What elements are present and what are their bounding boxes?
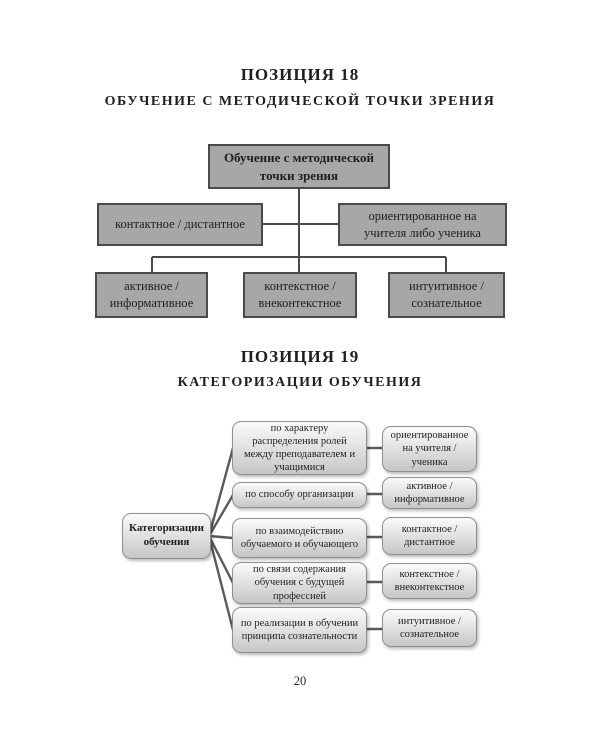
section19-subtitle: КАТЕГОРИЗАЦИИ ОБУЧЕНИЯ <box>177 375 423 390</box>
d1-root-box: Обучение с методической точки зрения <box>208 144 390 189</box>
section18-subtitle: ОБУЧЕНИЕ С МЕТОДИЧЕСКОЙ ТОЧКИ ЗРЕНИЯ <box>104 94 496 109</box>
d2-result-box-contextual: контекстное / внеконтекстное <box>382 563 477 599</box>
d2-criterion-box-interaction: по взаимодействию обучаемого и обучающег… <box>232 518 367 558</box>
d2-criterion-box-organization: по способу организации <box>232 482 367 508</box>
d2-criterion-box-consciousness: по реализации в обучении принципа сознат… <box>232 607 367 653</box>
d1-level2-box-teacher-student: ориентированное на учителя либо ученика <box>338 203 507 246</box>
page-number: 20 <box>293 674 307 688</box>
d1-level3-box-contextual: контекстное / внеконтекстное <box>243 272 357 318</box>
d1-level2-box-contact-distant: контактное / дистантное <box>97 203 263 246</box>
d2-result-box-intuitive-conscious: интуитивное / сознательное <box>382 609 477 647</box>
d2-result-box-contact-distant: контактное / дистантное <box>382 517 477 555</box>
d1-level3-box-active-informative: активное / информативное <box>95 272 208 318</box>
section18-title: ПОЗИЦИЯ 18 <box>240 65 360 84</box>
d2-root-box: Категоризации обучения <box>122 513 211 559</box>
d2-criterion-box-profession: по связи содержания обучения с будущей п… <box>232 562 367 604</box>
d2-criterion-box-roles: по характеру распределения ролей между п… <box>232 421 367 475</box>
d1-level3-box-intuitive-conscious: интуитивное / сознательное <box>388 272 505 318</box>
d2-result-box-active-informative: активное / информативное <box>382 477 477 509</box>
section19-title: ПОЗИЦИЯ 19 <box>240 347 360 366</box>
d2-result-box-teacher-student: ориентированное на учителя / ученика <box>382 426 477 472</box>
